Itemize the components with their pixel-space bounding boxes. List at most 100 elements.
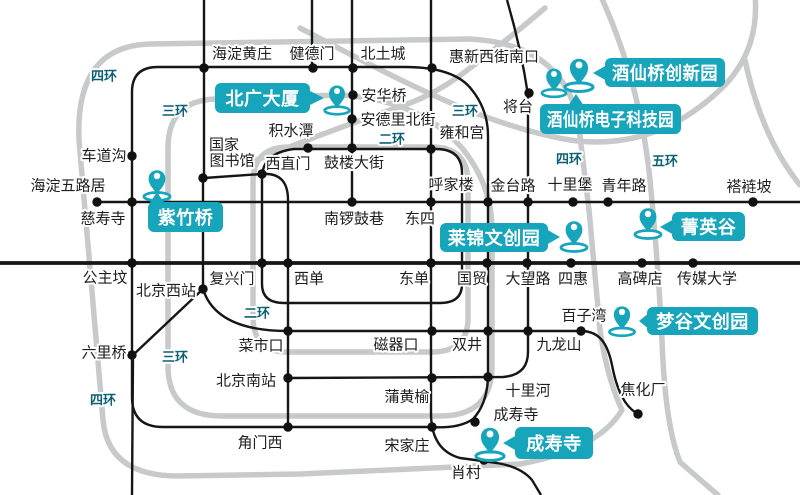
expressway-northeast — [297, 0, 759, 145]
pin-hole — [575, 61, 583, 69]
station-dot — [427, 422, 437, 432]
jiuxianqiao-tech-pin-icon[interactable] — [540, 68, 568, 99]
station-dot — [257, 258, 267, 268]
badge-label: 莱锦文创园 — [448, 228, 541, 249]
pin-hole — [570, 223, 578, 231]
pin-hole — [333, 87, 341, 95]
badge-arrow — [639, 313, 649, 329]
ring-road-label: 三环 — [162, 104, 188, 119]
station-label: 高碑店 — [617, 271, 662, 288]
station-dot — [127, 151, 137, 161]
station-dot — [426, 258, 436, 268]
laijin-pin-icon[interactable] — [559, 221, 589, 253]
metro-line-2-loop — [260, 147, 464, 305]
station-label: 复兴门 — [209, 270, 254, 288]
pin-drop — [613, 306, 631, 330]
station-dot — [283, 258, 293, 268]
station-dot — [348, 90, 358, 100]
metro-line-9 — [130, 178, 205, 495]
station-label: 东四 — [405, 211, 435, 228]
badge-background — [540, 104, 681, 134]
station-dot — [523, 326, 533, 336]
station-label: 蒲黄榆 — [384, 389, 429, 406]
jingyinggu-pin-icon[interactable] — [633, 208, 663, 240]
metro-line-7 — [201, 288, 639, 416]
station-dot — [426, 144, 436, 154]
station-label: 宋家庄 — [384, 437, 429, 455]
chengshousi-pin-icon[interactable] — [474, 427, 506, 462]
badge-arrow — [660, 219, 674, 235]
station-dot — [427, 373, 437, 383]
station-label: 大望路 — [505, 271, 550, 288]
pin-hole — [551, 71, 557, 77]
station-label: 成寿寺 — [493, 407, 538, 424]
poi-badge[interactable]: 紫竹桥 — [148, 192, 223, 232]
poi-badge[interactable]: 莱锦文创园 — [440, 223, 560, 252]
station-dot — [427, 326, 437, 336]
station-dot — [198, 284, 208, 294]
expressway-east — [742, 57, 800, 188]
pin-drop — [148, 170, 166, 195]
station-label: 磁器口 — [373, 337, 418, 354]
station-label: 健德门 — [289, 45, 334, 63]
ring-road-label: 三环 — [162, 350, 188, 365]
badge-background — [440, 223, 548, 252]
station-label: 惠新西街南口 — [449, 49, 539, 66]
badge-arrow — [568, 94, 584, 106]
badge-arrow — [503, 435, 517, 451]
station-label: 鼓楼大街 — [324, 155, 384, 172]
station-dot — [482, 258, 492, 268]
station-dot — [427, 63, 437, 73]
badge-background — [672, 212, 745, 241]
poi-badge[interactable]: 成寿寺 — [503, 427, 593, 459]
station-label: 肖村 — [451, 465, 481, 482]
station-label: 海淀黄庄 — [212, 45, 272, 63]
station-label: 金台路 — [490, 178, 535, 195]
poi-badge[interactable]: 北广大厦 — [215, 83, 324, 113]
station-dot — [283, 326, 293, 336]
badge-arrow — [593, 65, 607, 81]
station-label: 呼家楼 — [428, 177, 473, 194]
station-dot — [127, 350, 137, 360]
station-label: 十里河 — [505, 383, 550, 400]
station-label: 角门西 — [237, 435, 282, 452]
station-dot — [483, 197, 493, 207]
station-label: 六里桥 — [81, 345, 126, 362]
station-label: 雍和宫 — [439, 125, 484, 142]
station-dot — [347, 143, 357, 153]
station-dot — [524, 88, 534, 98]
poi-badge[interactable]: 菁英谷 — [660, 212, 745, 241]
station-label: 北京南站 — [216, 373, 276, 390]
station-dot — [426, 197, 436, 207]
badge-background — [515, 427, 593, 459]
station-label: 南锣鼓巷 — [324, 211, 384, 228]
badge-background — [148, 202, 223, 232]
station-label: 百子湾 — [561, 308, 606, 325]
station-label: 菜市口 — [238, 338, 283, 355]
badge-arrow — [308, 90, 324, 106]
poi-badge[interactable]: 酒仙桥电子科技园 — [540, 94, 681, 134]
station-dot — [92, 197, 102, 207]
menggu-pin-icon[interactable] — [608, 306, 636, 338]
station-label: 传媒大学 — [677, 271, 737, 288]
station-dot — [347, 197, 357, 207]
poi-badge[interactable]: 梦谷文创园 — [639, 307, 758, 335]
station-label: 十里堡 — [547, 177, 592, 194]
station-dot — [283, 373, 293, 383]
pin-hole — [153, 172, 161, 180]
poi-badge[interactable]: 酒仙桥创新园 — [593, 58, 725, 87]
beiguangdasha-pin-icon[interactable] — [323, 85, 351, 116]
jiuxianqiao-innovation-pin-icon[interactable] — [563, 58, 595, 93]
station-dot — [566, 258, 576, 268]
ring-road-5 — [599, 0, 721, 495]
badge-label: 北广大厦 — [226, 88, 300, 109]
station-label: 北土城 — [360, 46, 405, 63]
station-label: 西单 — [294, 271, 324, 288]
badge-background — [605, 58, 725, 87]
pin-drop — [639, 208, 657, 233]
station-label: 图书馆 — [209, 153, 254, 170]
station-label: 积水潭 — [268, 123, 313, 140]
station-dot — [637, 258, 647, 268]
badge-arrow — [546, 229, 560, 245]
